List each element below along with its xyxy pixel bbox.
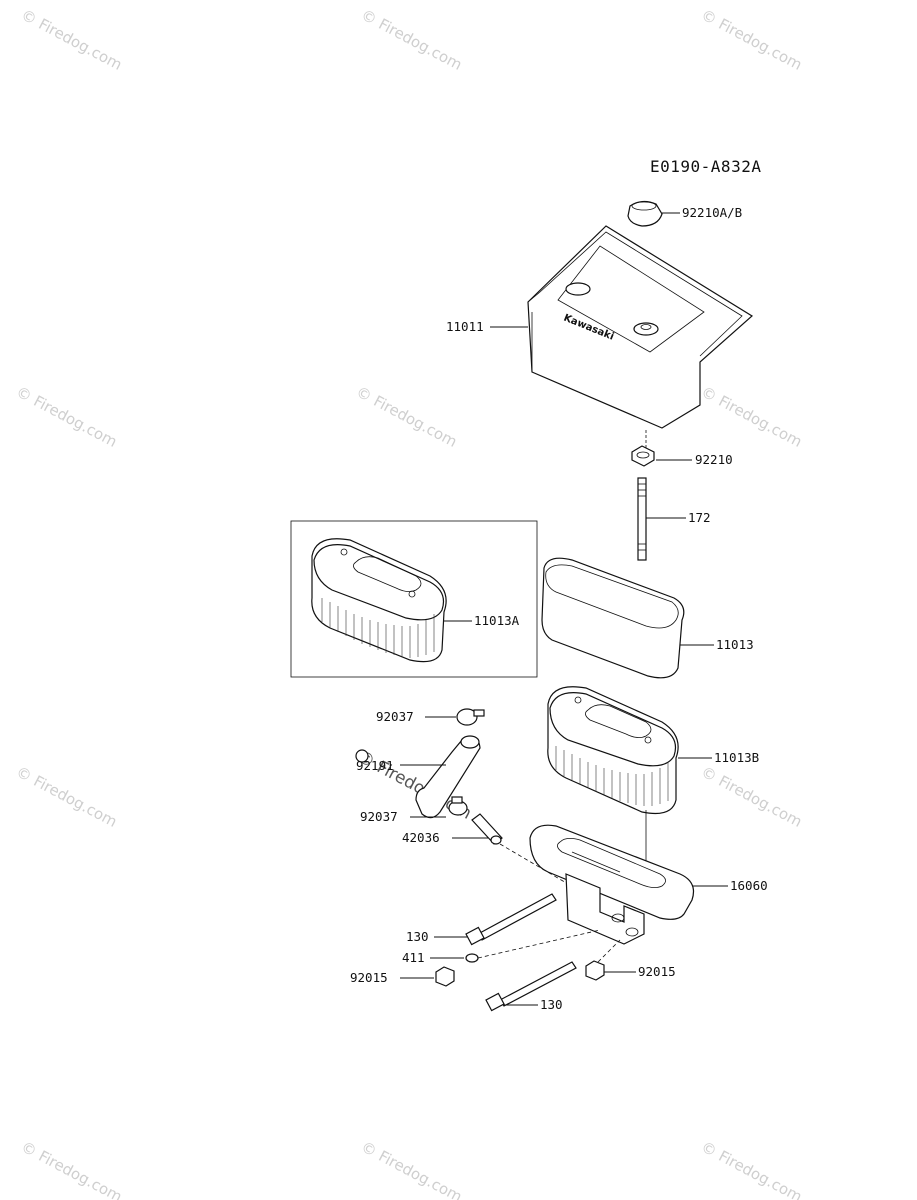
stud-bolt-part (637, 477, 647, 561)
hose-clamp-top (456, 708, 485, 726)
label-nut: 92210 (695, 452, 733, 467)
watermark: © Firedog.com (698, 763, 805, 831)
label-stud: 172 (688, 510, 711, 525)
diagram-reference-code: E0190-A832A (650, 157, 761, 176)
watermark: © Firedog.com (698, 383, 805, 451)
air-cleaner-base (529, 824, 695, 945)
watermark: © Firedog.com (353, 383, 460, 451)
flange-nut-right (585, 960, 605, 981)
label-element-option: 11013A (474, 613, 520, 628)
watermark: © Firedog.com (13, 763, 120, 831)
hose-clamp-bottom (448, 796, 468, 816)
label-cover: 11011 (446, 319, 484, 334)
label-washer: 411 (402, 950, 425, 965)
breather-fitting (471, 813, 503, 845)
label-bolt-bottom: 130 (540, 997, 563, 1012)
wing-nut-part (631, 445, 655, 467)
label-clamp-top: 92037 (376, 709, 414, 724)
watermark: © Firedog.com (13, 383, 120, 451)
air-cleaner-cover: Kawasaki (527, 225, 754, 429)
bolt-left (465, 893, 557, 946)
bolt-bottom (485, 961, 577, 1012)
watermark: © Firedog.com (358, 1138, 465, 1200)
optional-filter-element (311, 538, 447, 663)
watermark: © Firedog.com (358, 6, 465, 74)
filter-element-part (547, 686, 679, 815)
pre-filter-part (541, 557, 685, 679)
flange-nut-left (435, 966, 455, 987)
label-pre-filter: 11013 (716, 637, 754, 652)
watermark: © Firedog.com (698, 6, 805, 74)
washer-part (465, 953, 479, 963)
watermark: © Firedog.com (698, 1138, 805, 1200)
cap-part (627, 200, 663, 227)
label-nut-right: 92015 (638, 964, 676, 979)
watermark: © Firedog.com (18, 6, 125, 74)
label-hose: 92191 (356, 758, 394, 773)
label-fitting: 42036 (402, 830, 440, 845)
label-bolt-left: 130 (406, 929, 429, 944)
watermark: © Firedog.com (18, 1138, 125, 1200)
label-nut-left: 92015 (350, 970, 388, 985)
label-base: 16060 (730, 878, 768, 893)
label-element: 11013B (714, 750, 759, 765)
label-cap: 92210A/B (682, 205, 742, 220)
hose-end-circle (355, 749, 369, 763)
label-clamp-bottom: 92037 (360, 809, 398, 824)
option-inset-frame (290, 520, 538, 678)
